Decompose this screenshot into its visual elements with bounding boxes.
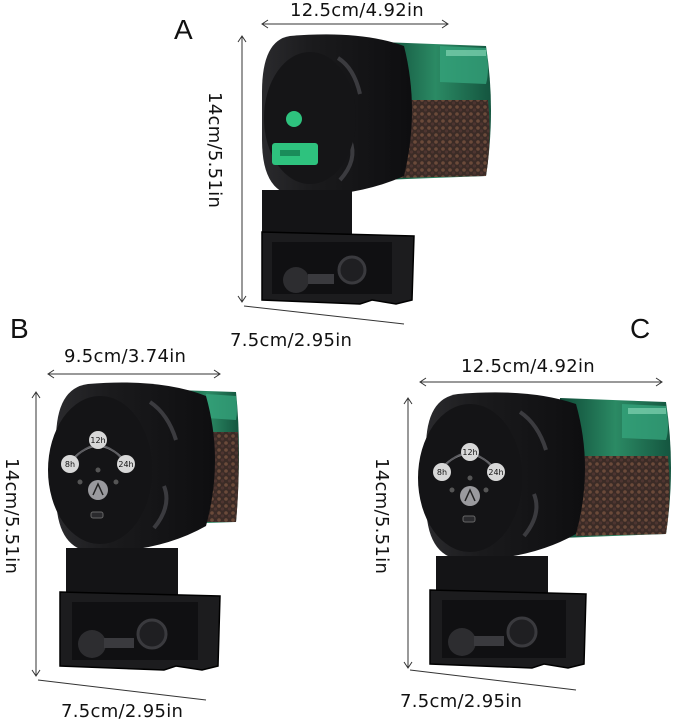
- panel-b-feeder: [48, 382, 239, 671]
- panel-c-dial-8h: 8h: [437, 468, 447, 477]
- panel-a-feeder: [261, 34, 491, 305]
- panel-a-dimension-lines: [237, 19, 449, 325]
- panel-b-dial-24h: 24h: [118, 460, 133, 469]
- panel-b-dimension-lines: [31, 369, 221, 701]
- panel-c-base-label: 7.5cm/2.95in: [400, 691, 523, 712]
- panel-c-dial-24h: 24h: [488, 468, 503, 477]
- panel-a-letter: A: [174, 14, 193, 45]
- panel-b-dial-labels: 8h 12h 24h: [65, 436, 134, 469]
- panel-a-base-label: 7.5cm/2.95in: [230, 330, 353, 351]
- panel-a-width-label: 12.5cm/4.92in: [290, 0, 424, 21]
- panel-c-dial-labels: 8h 12h 24h: [437, 448, 504, 477]
- panel-b-dial-8h: 8h: [65, 460, 75, 469]
- panel-b-dial-12h: 12h: [90, 436, 105, 445]
- panel-c-dimension-lines: [403, 377, 663, 691]
- panel-c-letter: C: [630, 313, 651, 344]
- panel-c-width-label: 12.5cm/4.92in: [461, 356, 595, 377]
- panel-b-letter: B: [10, 313, 29, 344]
- panel-b-width-label: 9.5cm/3.74in: [64, 346, 187, 367]
- panel-c-dial-12h: 12h: [462, 448, 477, 457]
- panel-b-base-label: 7.5cm/2.95in: [61, 701, 184, 722]
- panel-c-feeder: [418, 392, 671, 669]
